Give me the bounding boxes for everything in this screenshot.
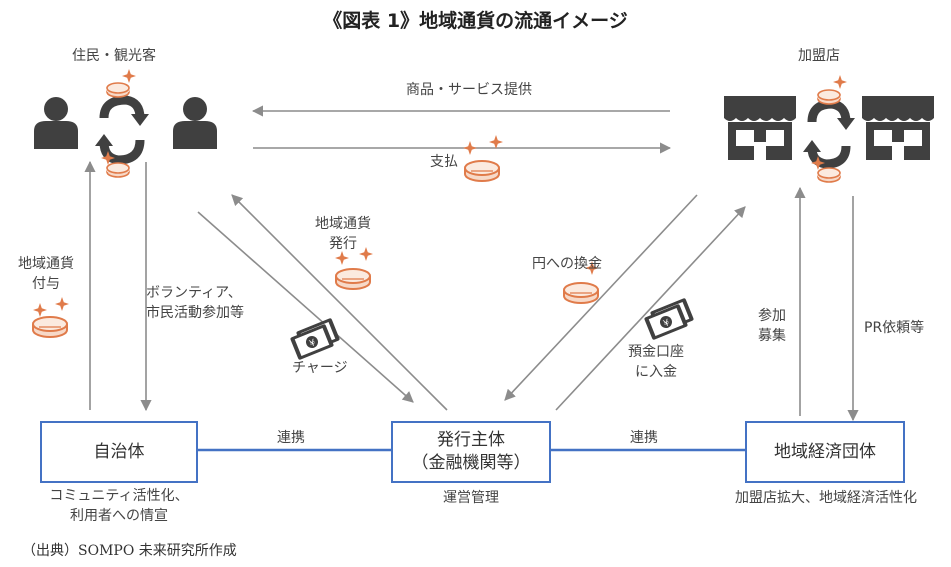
payment-label: 支払	[430, 154, 458, 170]
coin-icon	[32, 297, 69, 338]
cycle-arrows-icon	[95, 95, 149, 165]
issue-label: 地域通貨 発行	[315, 216, 371, 252]
economic-org-note: 加盟店拡大、地域経済活性化	[735, 490, 917, 506]
banknote-icon	[289, 317, 341, 361]
issuer-box: 発行主体 （金融機関等）	[391, 421, 551, 483]
municipality-box: 自治体	[40, 421, 198, 483]
volunteer-label: ボランティア、 市民活動参加等	[146, 285, 244, 321]
page-title: 《図表 1》地域通貨の流通イメージ	[323, 10, 628, 32]
exchange-label: 円への換金	[532, 256, 602, 272]
person-icon	[34, 97, 78, 149]
economic-org-box: 地域経済団体	[745, 421, 905, 483]
goods-services-label: 商品・サービス提供	[406, 82, 532, 98]
person-icon	[173, 97, 217, 149]
charge-label: チャージ	[292, 360, 348, 376]
store-icon	[724, 96, 796, 160]
municipality-note: コミュニティ活性化、 利用者への情宣	[49, 488, 189, 524]
link-right-label: 連携	[630, 430, 658, 446]
pr-label: PR依頼等	[864, 320, 925, 336]
cycle-arrows-icon	[803, 99, 855, 169]
grant-label: 地域通貨 付与	[18, 256, 74, 292]
source-note: （出典）SOMPO 未来研究所作成	[22, 543, 237, 559]
stores-label: 加盟店	[798, 48, 840, 64]
deposit-label: 預金口座 に入金	[628, 344, 684, 380]
store-icon	[862, 96, 934, 160]
coin-icon	[463, 135, 503, 182]
residents-label: 住民・観光客	[72, 48, 156, 64]
link-left-label: 連携	[277, 430, 305, 446]
recruit-label: 参加 募集	[758, 308, 786, 344]
banknote-icon	[643, 297, 695, 341]
issuer-note: 運営管理	[443, 490, 499, 506]
